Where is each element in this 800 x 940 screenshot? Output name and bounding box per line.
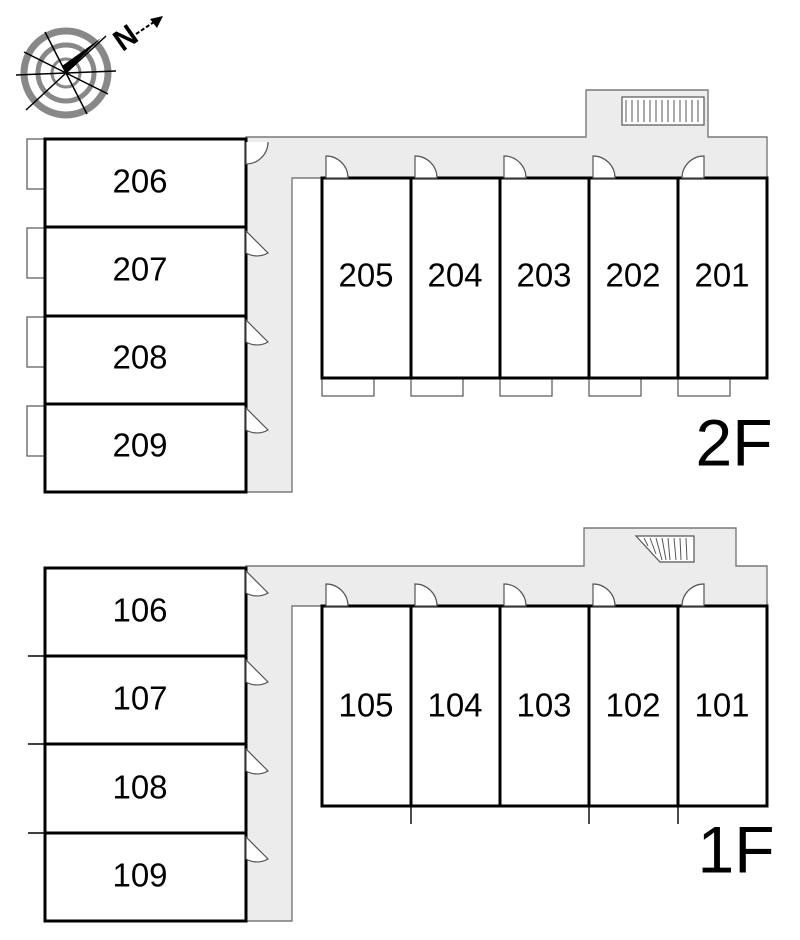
unit-label: 209 — [112, 427, 167, 464]
unit-label: 103 — [516, 687, 571, 724]
unit-label: 109 — [112, 857, 167, 894]
door-icon — [245, 406, 269, 434]
door-icon — [414, 583, 438, 607]
compass-north-label: N — [107, 19, 144, 58]
unit-label: 104 — [427, 687, 482, 724]
unit-label: 101 — [694, 687, 749, 724]
door-icon — [245, 141, 269, 165]
door-icon — [681, 583, 705, 607]
wall-ticks — [410, 806, 679, 824]
door-icon — [245, 318, 269, 346]
compass-rose-icon — [15, 27, 117, 119]
unit-208 — [43, 314, 248, 406]
unit-109 — [43, 831, 248, 923]
unit-207 — [43, 225, 248, 318]
unit-label: 102 — [605, 687, 660, 724]
balcony — [26, 405, 46, 457]
unit-label: 207 — [112, 251, 167, 288]
unit-205 — [320, 176, 413, 380]
unit-206 — [43, 137, 248, 229]
unit-204 — [409, 176, 502, 380]
unit-label: 201 — [694, 257, 749, 294]
unit-label: 107 — [112, 680, 167, 717]
floor-label-2f: 2F — [695, 405, 772, 479]
unit-103 — [498, 604, 591, 808]
unit-label: 106 — [112, 592, 167, 629]
unit-202 — [587, 176, 680, 380]
door-icon — [414, 155, 438, 179]
corridor-1f — [245, 527, 768, 922]
unit-label: 205 — [338, 257, 393, 294]
unit-label: 105 — [338, 687, 393, 724]
north-arrow-icon — [135, 16, 163, 35]
unit-209 — [43, 402, 248, 494]
floor-2f: 206 207 208 209 205 204 203 202 201 2F — [26, 89, 773, 494]
floor-label-1f: 1F — [697, 812, 774, 886]
door-icon — [245, 658, 269, 686]
door-icon — [325, 155, 349, 179]
balcony — [26, 316, 46, 368]
unit-101 — [676, 604, 769, 808]
unit-label: 203 — [516, 257, 571, 294]
unit-label: 202 — [605, 257, 660, 294]
unit-201 — [676, 176, 769, 380]
balcony — [588, 377, 642, 397]
door-icon — [245, 229, 269, 257]
door-icon — [245, 835, 269, 863]
floor-1f: 106 107 108 109 105 104 103 102 101 1F — [28, 527, 775, 923]
stairs-icon — [634, 535, 695, 563]
door-icon — [325, 583, 349, 607]
balcony — [321, 377, 375, 397]
unit-203 — [498, 176, 591, 380]
balcony — [499, 377, 553, 397]
door-icon — [245, 747, 269, 775]
door-icon — [681, 155, 705, 179]
unit-105 — [320, 604, 413, 808]
unit-label: 204 — [427, 257, 482, 294]
unit-106 — [43, 566, 248, 658]
balcony — [26, 138, 46, 190]
unit-108 — [43, 742, 248, 835]
door-icon — [245, 569, 269, 597]
unit-label: 206 — [112, 163, 167, 200]
stairs-icon — [621, 96, 705, 126]
wall-ticks — [28, 655, 45, 834]
balcony — [677, 377, 731, 397]
door-icon — [592, 155, 616, 179]
door-icon — [503, 583, 527, 607]
unit-label: 208 — [112, 339, 167, 376]
balcony — [410, 377, 464, 397]
door-icon — [592, 583, 616, 607]
door-icon — [503, 155, 527, 179]
unit-label: 108 — [112, 769, 167, 806]
balcony — [26, 227, 46, 279]
